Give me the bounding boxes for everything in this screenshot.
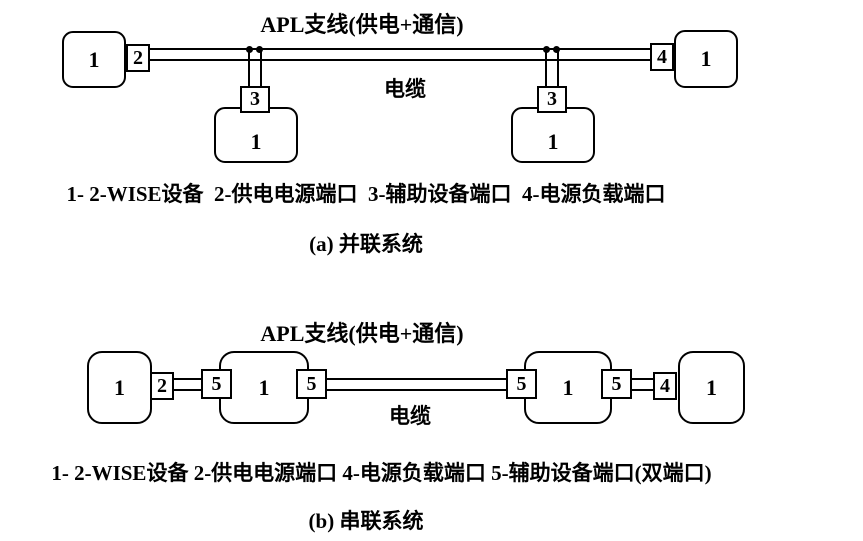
diagram-b-port-aux-1: 5 bbox=[201, 369, 232, 399]
diagram-b-device-3: 1 bbox=[524, 351, 612, 424]
diagram-a-legend: 1- 2-WISE设备 2-供电电源端口 3-辅助设备端口 4-电源负载端口 bbox=[66, 182, 666, 206]
diagram-b-cable-label: 电缆 bbox=[389, 404, 431, 428]
diagram-a-device-right: 1 bbox=[674, 30, 738, 88]
diagram-a-port-load: 4 bbox=[650, 43, 674, 71]
diagram-b-port-power-source: 2 bbox=[150, 372, 174, 400]
diagram-b-port-aux-2: 5 bbox=[296, 369, 327, 399]
diagram-a-title: APL支线(供电+通信) bbox=[260, 12, 464, 37]
diagram-b-cable-main bbox=[327, 378, 506, 391]
junction-dot bbox=[246, 46, 253, 53]
diagram-a-port-power-source: 2 bbox=[126, 44, 150, 72]
diagram-a-port-aux-2: 3 bbox=[537, 86, 567, 113]
diagram-a-aux-device-2: 1 bbox=[511, 107, 595, 163]
diagram-b-legend: 1- 2-WISE设备 2-供电电源端口 4-电源负载端口 5-辅助设备端口(双… bbox=[51, 461, 712, 485]
diagram-b-cable-1 bbox=[174, 378, 201, 391]
junction-dot bbox=[553, 46, 560, 53]
diagram-b-port-aux-4: 5 bbox=[601, 369, 632, 399]
diagram-b-cable-3 bbox=[632, 378, 653, 391]
diagram-a-tap-cable-1 bbox=[248, 50, 262, 88]
diagram-a-port-aux-1: 3 bbox=[240, 86, 270, 113]
diagram-b-caption: (b) 串联系统 bbox=[308, 509, 424, 533]
diagram-b-device-2: 1 bbox=[219, 351, 309, 424]
diagram-b-device-1: 1 bbox=[87, 351, 152, 424]
diagram-b-port-load: 4 bbox=[653, 372, 677, 400]
diagram-b-title: APL支线(供电+通信) bbox=[260, 321, 464, 346]
junction-dot bbox=[543, 46, 550, 53]
diagram-a-device-left: 1 bbox=[62, 31, 126, 88]
diagram-a-tap-cable-2 bbox=[545, 50, 559, 88]
diagram-a-caption: (a) 并联系统 bbox=[309, 232, 423, 256]
diagram-a-cable-label: 电缆 bbox=[384, 77, 426, 101]
diagram-b-port-aux-3: 5 bbox=[506, 369, 537, 399]
junction-dot bbox=[256, 46, 263, 53]
diagram-a-main-cable bbox=[150, 48, 650, 61]
diagram-a-aux-device-1: 1 bbox=[214, 107, 298, 163]
diagram-b-device-4: 1 bbox=[678, 351, 745, 424]
